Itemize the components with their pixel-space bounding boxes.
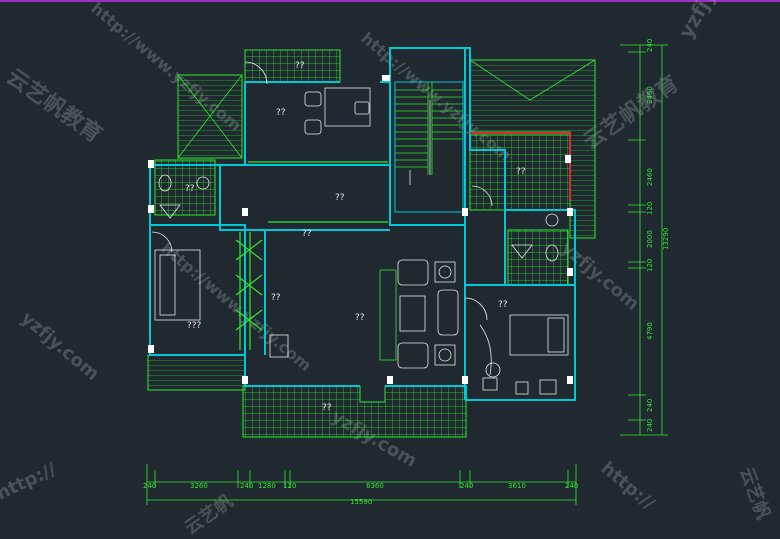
- lamp-icon: [438, 265, 452, 279]
- sink-icon: [545, 213, 559, 227]
- dimension-label: 240: [565, 482, 578, 490]
- round-table: [485, 362, 501, 378]
- study-chair: [304, 91, 322, 107]
- dimension-label: 3610: [508, 482, 526, 490]
- dimension-label: 6360: [366, 482, 384, 490]
- chair-icon: [515, 381, 529, 395]
- room-label: ???: [187, 321, 202, 331]
- dimension-label: 120: [646, 202, 654, 215]
- terrace-right: [469, 134, 571, 211]
- room-label: ??: [302, 229, 312, 239]
- balcony-top: [244, 49, 341, 83]
- dimension-label: 240: [460, 482, 473, 490]
- curved-sofa: [479, 324, 492, 376]
- study-chair: [354, 101, 370, 115]
- door-arc: [244, 61, 268, 85]
- watermark-text: yzfjy.com: [557, 238, 643, 315]
- bottom-dimensions: 240 3260 240 1280 120 6360 240 3610 240 …: [143, 464, 578, 506]
- dimension-label: 120: [646, 259, 654, 272]
- watermark-text: 云艺帆: [180, 490, 237, 539]
- dimension-label: 1280: [258, 482, 276, 490]
- roof-bottom-left: [147, 354, 246, 391]
- dimension-label: 120: [283, 482, 296, 490]
- sofa-side: [437, 289, 459, 336]
- side-table: [434, 261, 456, 283]
- dimension-label: 3460: [646, 86, 654, 104]
- toilet-icon: [158, 174, 172, 192]
- armchair: [397, 342, 429, 369]
- sofa-base: [379, 269, 397, 361]
- room-label: ??: [516, 167, 526, 177]
- room-label: ??: [322, 403, 332, 413]
- door-arc: [151, 231, 173, 253]
- dimension-label: 2000: [646, 230, 654, 248]
- chair-icon: [482, 377, 498, 391]
- sink-icon: [196, 176, 210, 190]
- tiled-floors: [154, 49, 571, 438]
- room-label: ??: [498, 300, 508, 310]
- dimension-label: 4790: [646, 322, 654, 340]
- highlighted-edge: [470, 132, 571, 200]
- pillow: [547, 317, 565, 353]
- dimension-label: 240: [143, 482, 156, 490]
- bed-left: [154, 249, 201, 321]
- watermark-text: 云艺帆: [735, 464, 774, 522]
- room-labels: ?? ?? ?? ?? ?? ?? ?? ??? ?? ?? ??: [185, 61, 526, 413]
- wall-posts: [148, 75, 573, 384]
- watermark-text: yzfjy.com: [674, 0, 748, 43]
- study-chair: [304, 119, 322, 135]
- room-label: ??: [271, 293, 281, 303]
- chair-icon: [539, 379, 557, 395]
- study-desk: [324, 87, 371, 127]
- furniture: [151, 61, 569, 395]
- dimension-label: 240: [646, 39, 654, 52]
- door-arc: [471, 185, 493, 207]
- coffee-table: [399, 295, 426, 332]
- door-arc: [464, 297, 488, 321]
- dimension-total: 15590: [350, 498, 372, 506]
- bed-right: [509, 314, 569, 356]
- dimension-label: 240: [646, 399, 654, 412]
- dimension-label: 240: [240, 482, 253, 490]
- lamp-icon: [438, 348, 452, 362]
- watermark-text: http://: [597, 458, 659, 515]
- room-label: ??: [295, 61, 305, 71]
- interior-lines: [235, 161, 388, 350]
- dimension-label: 3260: [190, 482, 208, 490]
- staircase: [394, 81, 464, 213]
- room-label: ??: [355, 313, 365, 323]
- watermark-text: http://: [0, 459, 60, 505]
- armchair: [397, 259, 429, 286]
- shower-icon: [159, 204, 181, 219]
- room-label: ??: [276, 108, 286, 118]
- watermark-text: yzfjy.com: [17, 308, 103, 385]
- armchair-small: [269, 334, 289, 358]
- pillow: [159, 254, 176, 316]
- balcony-bottom: [242, 385, 467, 438]
- watermark-text: 云艺帆教育: [2, 64, 107, 148]
- dimension-label: 240: [646, 419, 654, 432]
- toilet-icon: [545, 244, 559, 262]
- room-label: ??: [335, 193, 345, 203]
- shower-icon: [511, 244, 533, 259]
- bathroom-right: [507, 229, 569, 286]
- side-table: [434, 344, 456, 366]
- roof-areas: [147, 59, 596, 391]
- dimension-label: 2460: [646, 168, 654, 186]
- right-dimensions: 240 3460 2460 120 2000 120 4790 240 240 …: [620, 39, 670, 436]
- dimension-total: 13290: [662, 228, 670, 250]
- bathroom-left: [154, 159, 216, 216]
- walls: [149, 47, 576, 401]
- window-top-border: [0, 0, 780, 2]
- room-label: ??: [185, 184, 195, 194]
